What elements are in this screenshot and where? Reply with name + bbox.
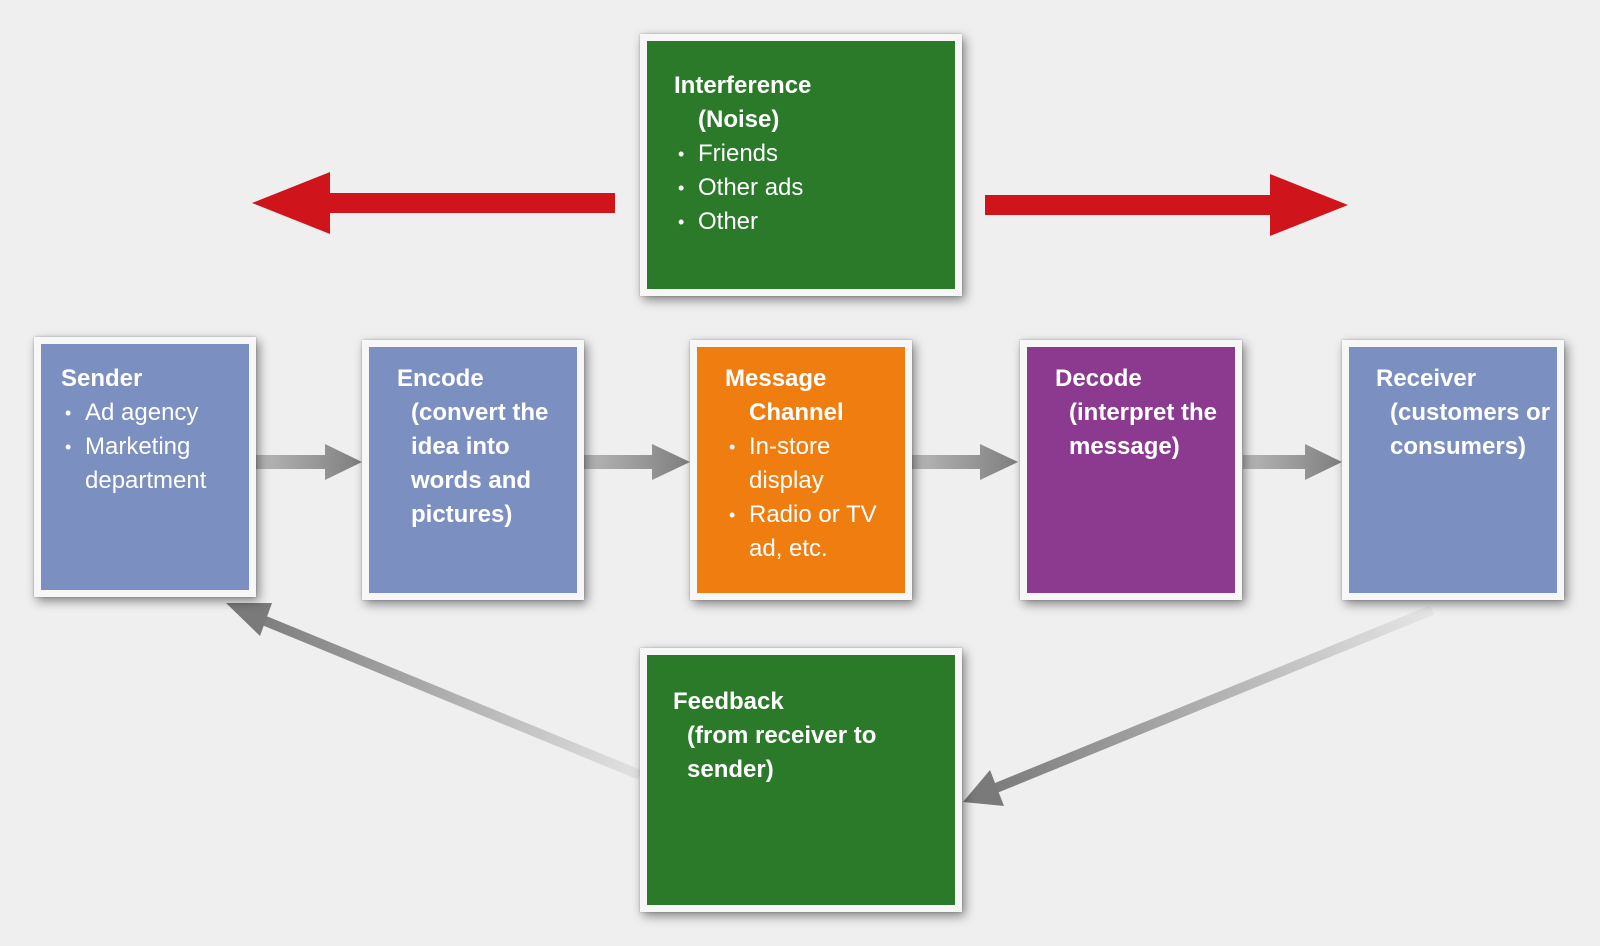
interference-subtitle: (Noise) bbox=[698, 106, 780, 133]
encode-subtitle: (convert the idea into words and picture… bbox=[411, 399, 549, 528]
message-subtitle: Channel bbox=[749, 399, 844, 426]
noise-arrow-right bbox=[985, 174, 1348, 236]
decode-box: Decode (interpret the message) bbox=[1020, 340, 1242, 600]
list-item: Marketing department bbox=[61, 430, 231, 498]
list-item: Ad agency bbox=[61, 396, 231, 430]
list-item: Radio or TV ad, etc. bbox=[725, 498, 885, 566]
feedback-subtitle: (from receiver to sender) bbox=[687, 722, 877, 783]
sender-title: Sender bbox=[61, 365, 143, 392]
receiver-box: Receiver (customers or consumers) bbox=[1342, 340, 1564, 600]
receiver-title: Receiver bbox=[1376, 365, 1477, 392]
noise-arrow-left bbox=[252, 172, 615, 234]
encode-box: Encode (convert the idea into words and … bbox=[362, 340, 584, 600]
feedback-arrow-to-sender bbox=[226, 603, 642, 780]
message-list: In-store display Radio or TV ad, etc. bbox=[725, 430, 885, 566]
flow-arrow-encode-message bbox=[582, 444, 690, 480]
message-channel-box: Message Channel In-store display Radio o… bbox=[690, 340, 912, 600]
feedback-arrow-from-receiver bbox=[963, 605, 1434, 806]
encode-title: Encode bbox=[397, 365, 484, 392]
decode-subtitle: (interpret the message) bbox=[1069, 399, 1218, 460]
sender-list: Ad agency Marketing department bbox=[61, 396, 231, 498]
flow-arrow-message-decode bbox=[912, 444, 1018, 480]
flow-arrow-sender-encode bbox=[256, 444, 362, 480]
interference-box: Interference (Noise) Friends Other ads O… bbox=[640, 34, 962, 296]
flow-arrow-decode-receiver bbox=[1243, 444, 1342, 480]
message-title: Message bbox=[725, 365, 827, 392]
list-item: In-store display bbox=[725, 430, 885, 498]
list-item: Other bbox=[674, 205, 955, 239]
decode-title: Decode bbox=[1055, 365, 1142, 392]
interference-list: Friends Other ads Other bbox=[674, 137, 955, 239]
feedback-box: Feedback (from receiver to sender) bbox=[640, 648, 962, 912]
sender-box: Sender Ad agency Marketing department bbox=[34, 337, 256, 597]
receiver-subtitle: (customers or consumers) bbox=[1390, 399, 1551, 460]
list-item: Friends bbox=[674, 137, 955, 171]
interference-title: Interference bbox=[674, 72, 812, 99]
feedback-title: Feedback bbox=[673, 688, 784, 715]
list-item: Other ads bbox=[674, 171, 955, 205]
